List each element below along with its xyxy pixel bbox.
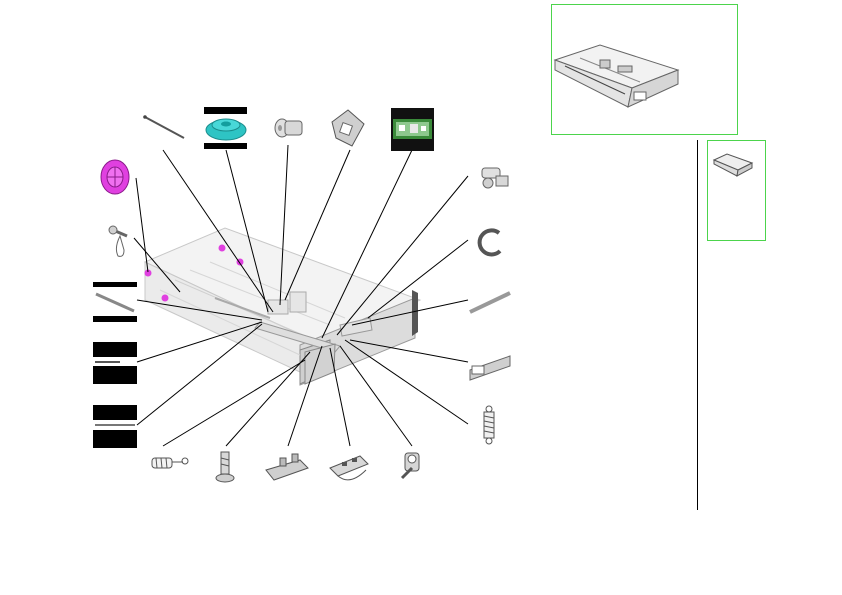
screw-icon[interactable] (215, 451, 235, 483)
screw-icon[interactable] (274, 118, 303, 138)
paper-tray-assembly[interactable] (143, 227, 422, 386)
leader-lines (133, 144, 469, 447)
lever-icon[interactable] (108, 225, 128, 257)
thumbnail-panel[interactable] (707, 140, 766, 241)
bracket-icon[interactable] (331, 109, 365, 147)
tab-icon[interactable] (469, 355, 511, 381)
paper-tray-thumbnail-icon (712, 153, 754, 177)
spring-icon[interactable] (151, 457, 189, 469)
clip-icon[interactable] (481, 167, 509, 189)
paper-tray-assembly-icon (553, 44, 680, 108)
circuit-board-icon[interactable] (391, 108, 434, 151)
pin-icon[interactable] (93, 342, 137, 384)
rod-icon[interactable] (143, 115, 185, 139)
gear-icon[interactable] (204, 107, 247, 149)
plate-icon[interactable] (265, 453, 309, 481)
overview-panel[interactable] (551, 4, 738, 135)
roller-icon[interactable] (100, 159, 130, 195)
strip-icon[interactable] (93, 405, 137, 448)
shaft-icon[interactable] (469, 291, 511, 314)
plate-icon[interactable] (329, 455, 369, 481)
latch-icon[interactable] (400, 452, 420, 480)
e-ring-icon[interactable] (477, 228, 502, 257)
spring-icon[interactable] (483, 405, 495, 445)
shaft-icon[interactable] (93, 282, 137, 322)
